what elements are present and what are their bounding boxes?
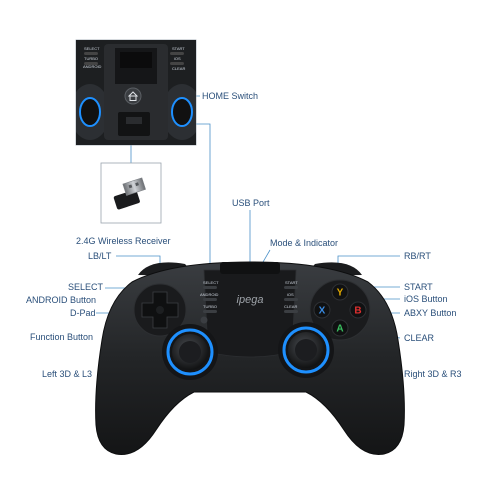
svg-text:CLEAR: CLEAR <box>284 304 297 309</box>
mode-indicator-label: Mode & Indicator <box>270 238 339 248</box>
home-switch-label: HOME Switch <box>202 91 259 101</box>
clear-button[interactable] <box>284 310 298 313</box>
select-button[interactable] <box>203 286 217 289</box>
turbo-button[interactable] <box>203 310 217 313</box>
ios-button[interactable] <box>284 298 298 301</box>
wireless-receiver-image <box>100 162 162 224</box>
brand-logo: ipega <box>237 294 264 306</box>
y-button[interactable]: Y <box>331 283 349 301</box>
b-button[interactable]: B <box>349 301 367 319</box>
abxy-button-label: ABXY Button <box>404 308 457 318</box>
home-icon <box>128 91 138 101</box>
svg-text:START: START <box>285 280 298 285</box>
gamepad: ipega SELECT ANDROID TURBO START iOS CLE… <box>95 261 405 455</box>
function-button[interactable] <box>200 316 208 324</box>
left-3d-label: Left 3D & L3 <box>42 369 93 379</box>
x-button[interactable]: X <box>313 301 331 319</box>
svg-text:X: X <box>319 306 326 317</box>
right-small-buttons: START iOS CLEAR <box>284 280 298 313</box>
left-small-buttons: SELECT ANDROID TURBO <box>200 280 219 313</box>
svg-text:TURBO: TURBO <box>84 56 98 61</box>
start-button[interactable] <box>284 286 298 289</box>
svg-text:SELECT: SELECT <box>203 280 219 285</box>
clear-label: CLEAR <box>404 333 435 343</box>
d-pad[interactable] <box>133 283 187 337</box>
svg-text:ANDROID: ANDROID <box>83 64 102 69</box>
wireless-receiver-label: 2.4G Wireless Receiver <box>76 236 171 246</box>
select-label: SELECT <box>68 282 104 292</box>
abxy-buttons: Y B X A <box>309 279 371 341</box>
ios-button-label: iOS Button <box>404 294 448 304</box>
svg-text:B: B <box>354 306 361 317</box>
android-button[interactable] <box>203 298 217 301</box>
controller-top-view: SELECT TURBO ANDROID START iOS CLEAR <box>75 39 197 146</box>
svg-text:SELECT: SELECT <box>84 46 100 51</box>
svg-text:CLEAR: CLEAR <box>172 66 185 71</box>
android-button-label: ANDROID Button <box>26 295 97 305</box>
function-button-label: Function Button <box>30 332 94 342</box>
svg-text:ANDROID: ANDROID <box>200 292 219 297</box>
svg-text:iOS: iOS <box>174 56 181 61</box>
right-analog-stick[interactable] <box>278 322 334 378</box>
svg-text:START: START <box>172 46 185 51</box>
lb-lt-label: LB/LT <box>88 251 112 261</box>
rb-rt-label: RB/RT <box>404 251 431 261</box>
a-button[interactable]: A <box>331 319 349 337</box>
right-3d-label: Right 3D & R3 <box>404 369 462 379</box>
svg-text:Y: Y <box>337 288 344 299</box>
usb-port-label: USB Port <box>232 198 270 208</box>
svg-text:iOS: iOS <box>287 292 294 297</box>
left-analog-stick[interactable] <box>162 324 218 380</box>
start-label: START <box>404 282 433 292</box>
svg-text:A: A <box>336 324 343 335</box>
d-pad-label: D-Pad <box>70 308 96 318</box>
svg-text:TURBO: TURBO <box>203 304 217 309</box>
